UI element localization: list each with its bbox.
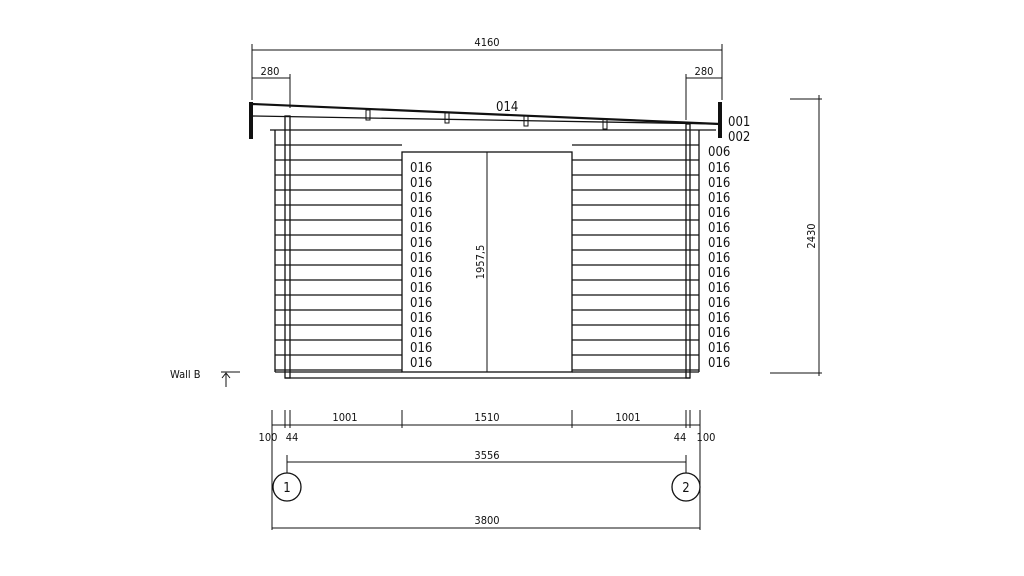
board-label: 016 [708,356,730,371]
part-label: 002 [728,130,750,145]
wall-boards [274,115,700,379]
board-label: 016 [410,221,432,236]
dim-axis-span: 3556 [286,449,687,473]
board-label: 016 [410,326,432,341]
board-label: 016 [708,191,730,206]
dim-total-height: 2430 [770,95,822,376]
dim-44-right: 44 [674,431,687,444]
wall-label: Wall B [170,368,201,381]
board-label: 016 [708,266,730,281]
dim-overall-top: 4160 [251,36,723,100]
board-label: 016 [410,266,432,281]
board-labels-door: 0160160160160160160160160160160160160160… [410,161,432,371]
board-label: 016 [708,311,730,326]
board-label: 016 [708,281,730,296]
board-label: 016 [410,236,432,251]
board-label: 016 [410,296,432,311]
board-label: 016 [410,176,432,191]
dim-1510: 1510 [474,411,499,424]
post-left [284,115,291,379]
dim-bottom-sections: 1001 1510 1001 100 44 44 100 [259,410,716,530]
board-label: 016 [410,281,432,296]
dim-280-right: 280 [695,65,714,78]
dim-4160: 4160 [474,36,499,49]
door-height-dim: 1957,5 [474,245,487,280]
board-label: 016 [410,341,432,356]
dim-100-left: 100 [259,431,278,444]
axis-1-label: 1 [283,481,290,496]
roof-label: 014 [496,100,518,115]
dim-100-right: 100 [697,431,716,444]
board-labels-right: 0010020060160160160160160160160160160160… [708,115,750,371]
board-label: 016 [410,251,432,266]
roof: 014 [249,100,722,139]
board-label: 016 [708,341,730,356]
wall-b-marker: Wall B [170,368,240,387]
dim-44-left: 44 [286,431,299,444]
door: 1957,5 [401,151,573,373]
dim-overhang-right: 280 [685,65,722,120]
dim-2430: 2430 [805,223,818,248]
board-label: 016 [410,191,432,206]
dim-overall-bottom: 3800 [272,514,700,529]
axis-2-label: 2 [682,481,689,496]
board-label: 016 [708,221,730,236]
part-label: 001 [728,115,750,130]
board-label: 016 [708,206,730,221]
axis-markers: 1 2 [272,472,701,502]
board-label: 016 [708,251,730,266]
board-label: 016 [708,296,730,311]
dim-1001-right: 1001 [615,411,640,424]
axis-1-circle [272,472,302,502]
part-label: 006 [708,145,730,160]
board-label: 016 [410,311,432,326]
dim-overhang-left: 280 [252,65,291,108]
board-label: 016 [708,236,730,251]
board-label: 016 [410,206,432,221]
axis-2-circle [671,472,701,502]
board-label: 016 [410,161,432,176]
dim-3800: 3800 [474,514,499,527]
board-label: 016 [708,161,730,176]
board-label: 016 [708,326,730,341]
dim-280-left: 280 [261,65,280,78]
dim-3556: 3556 [474,449,499,462]
board-label: 016 [410,356,432,371]
dim-1001-left: 1001 [332,411,357,424]
board-label: 016 [708,176,730,191]
